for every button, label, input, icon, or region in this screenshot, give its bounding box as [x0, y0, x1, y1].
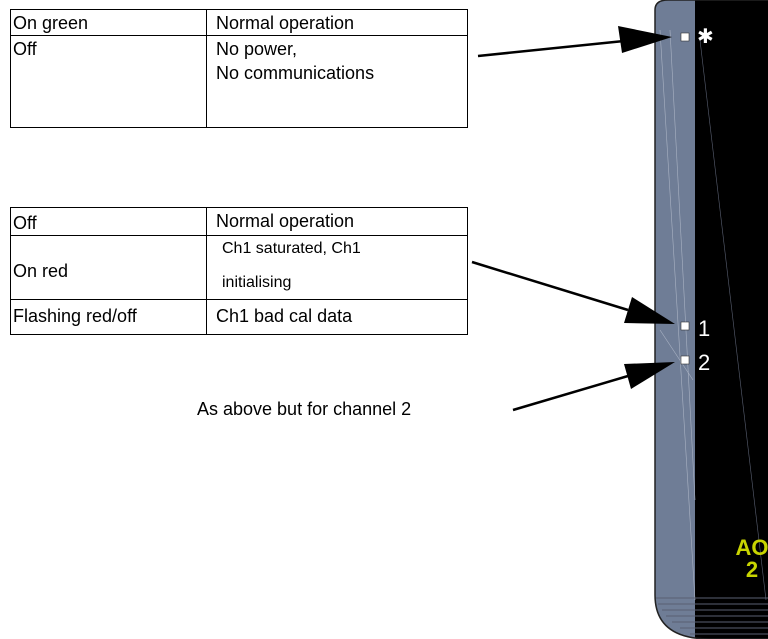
power-led-label: ✱: [697, 24, 714, 48]
channel-state-off: Off: [13, 213, 37, 233]
channel-2-arrow-head: [624, 362, 675, 389]
power-state-off: Off: [13, 39, 37, 59]
module-label-line-1: AO: [736, 535, 768, 560]
channel-meaning-saturated: Ch1 saturated, Ch1: [222, 240, 361, 257]
channel-state-on-red: On red: [13, 261, 69, 281]
power-arrow: [477, 26, 672, 58]
power-meaning-no-power: No power,: [216, 39, 298, 59]
channel-1-arrow: [471, 260, 675, 324]
channel-meaning-initialising: initialising: [222, 274, 292, 291]
power-led-table: On green Normal operation Off No power, …: [10, 9, 468, 128]
channel-2-arrow: [512, 362, 675, 412]
power-meaning-normal: Normal operation: [216, 13, 355, 33]
channel-2-led-label: 2: [698, 350, 710, 375]
panel-bottom-edge: [655, 597, 768, 635]
channel-2-led: [680, 355, 690, 365]
device-panel: [655, 0, 768, 639]
channel-meaning-bad-cal: Ch1 bad cal data: [216, 306, 353, 326]
channel-led-table: Off Normal operation On red Ch1 saturate…: [10, 207, 468, 335]
module-label-line-2: 2: [746, 557, 758, 582]
power-arrow-head: [618, 26, 672, 53]
power-state-on-green: On green: [13, 13, 89, 33]
channel-meaning-normal: Normal operation: [216, 211, 355, 231]
channel-1-led-label: 1: [698, 316, 710, 341]
channel-2-note: As above but for channel 2: [197, 399, 412, 419]
power-led: [680, 32, 690, 42]
channel-1-arrow-head: [624, 297, 675, 324]
channel-1-led: [680, 321, 690, 331]
channel-state-flashing: Flashing red/off: [13, 306, 137, 326]
power-meaning-no-comms: No communications: [216, 63, 375, 83]
